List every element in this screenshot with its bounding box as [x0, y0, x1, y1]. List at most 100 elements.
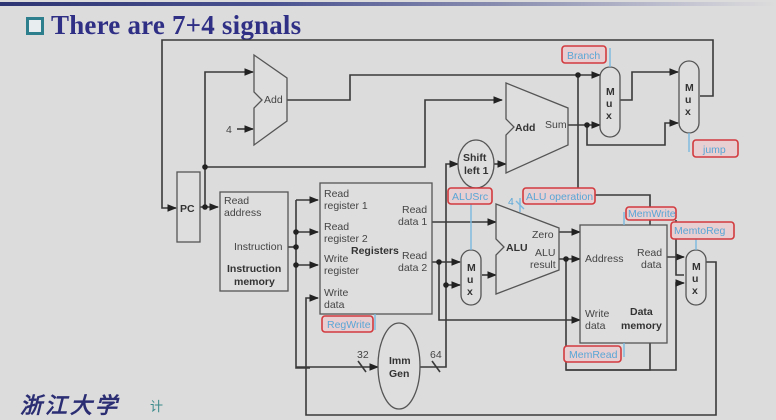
- instruction-memory: Read address Instruction Instruction mem…: [219, 191, 289, 292]
- svg-text:memory: memory: [234, 276, 275, 288]
- aluop-width-mark: [515, 200, 525, 210]
- svg-text:jump: jump: [702, 144, 726, 156]
- svg-text:Gen: Gen: [389, 368, 409, 380]
- aluop-width: 4: [508, 196, 514, 208]
- signal-alu-operation: ALU operation: [522, 187, 596, 205]
- svg-text:Data: Data: [630, 306, 653, 318]
- signal-jump: jump: [692, 139, 739, 158]
- svg-text:M: M: [685, 82, 694, 94]
- svg-text:Add: Add: [515, 122, 535, 134]
- svg-text:Read: Read: [224, 195, 249, 207]
- wire-rd2-to-dmem: [438, 262, 581, 324]
- svg-text:PC: PC: [180, 203, 195, 215]
- wire-imm-out: [420, 281, 461, 368]
- svg-text:Address: Address: [585, 253, 624, 265]
- slide-title: There are 7+4 signals: [26, 10, 301, 41]
- svg-text:u: u: [692, 273, 698, 285]
- wire-sum-to-jump: [586, 119, 679, 146]
- svg-text:Read: Read: [324, 221, 349, 233]
- wire-instr-bus: [295, 200, 310, 369]
- svg-text:data: data: [641, 259, 662, 271]
- svg-text:Sum: Sum: [545, 119, 567, 131]
- wire-branch-mux-out: [620, 68, 679, 101]
- junction-dots: [202, 72, 590, 288]
- wire-writeback: [305, 261, 717, 416]
- svg-text:32: 32: [357, 349, 369, 361]
- svg-text:data: data: [585, 320, 606, 332]
- svg-text:MemtoReg: MemtoReg: [674, 225, 726, 237]
- signal-alusrc: ALUSrc: [447, 187, 493, 205]
- alusrc-mux: M u x: [460, 249, 482, 306]
- svg-text:64: 64: [430, 349, 442, 361]
- svg-text:Registers: Registers: [351, 245, 399, 257]
- svg-text:M: M: [467, 262, 476, 274]
- svg-text:Read: Read: [637, 247, 662, 259]
- shift-left-unit: Shift left 1: [457, 139, 495, 189]
- svg-text:Write: Write: [585, 308, 609, 320]
- signal-memread: MemRead: [563, 345, 622, 363]
- svg-text:M: M: [692, 261, 701, 273]
- svg-text:x: x: [692, 285, 698, 297]
- svg-text:M: M: [606, 86, 615, 98]
- svg-text:data 2: data 2: [398, 262, 427, 274]
- svg-text:Write: Write: [324, 253, 348, 265]
- svg-text:left 1: left 1: [464, 165, 489, 177]
- wire-pc-next: [161, 39, 714, 212]
- svg-text:u: u: [467, 274, 473, 286]
- svg-text:memory: memory: [621, 320, 662, 332]
- branch-mux: M u x: [599, 66, 621, 138]
- svg-text:Add: Add: [264, 94, 283, 106]
- constant-four: 4: [226, 124, 232, 136]
- svg-text:data: data: [324, 299, 345, 311]
- wire-alu-to-memtoreg: [565, 259, 685, 371]
- svg-text:u: u: [685, 94, 691, 106]
- svg-text:ALU: ALU: [506, 242, 528, 254]
- university-logo: 浙江大学: [20, 393, 121, 419]
- svg-text:Branch: Branch: [567, 50, 600, 62]
- svg-text:MemWrite: MemWrite: [628, 208, 676, 220]
- jump-mux: M u x: [678, 60, 700, 134]
- svg-text:ALU operation: ALU operation: [526, 191, 593, 203]
- wire-imm-to-shift: [445, 160, 459, 285]
- svg-text:Read: Read: [402, 250, 427, 262]
- alu: ALU Zero ALU result: [495, 203, 560, 295]
- wire-pc-to-branch-add: [205, 96, 503, 168]
- signal-regwrite: RegWrite: [321, 315, 374, 333]
- svg-text:x: x: [685, 106, 691, 118]
- svg-text:Instruction: Instruction: [227, 263, 281, 275]
- svg-text:address: address: [224, 207, 261, 219]
- svg-text:register 1: register 1: [324, 200, 368, 212]
- svg-text:Shift: Shift: [463, 152, 487, 164]
- pc-adder: Add: [253, 53, 288, 147]
- pc-register: PC: [176, 171, 201, 243]
- svg-text:x: x: [606, 110, 612, 122]
- svg-text:Zero: Zero: [532, 229, 554, 241]
- svg-text:register 2: register 2: [324, 233, 368, 245]
- signal-memwrite: MemWrite: [625, 206, 677, 221]
- signal-branch: Branch: [561, 45, 607, 64]
- svg-text:result: result: [530, 259, 556, 271]
- memtoreg-mux: M u x: [685, 249, 707, 306]
- data-memory: Address Write data Read data Data memory: [579, 224, 668, 344]
- svg-text:Imm: Imm: [389, 355, 411, 367]
- branch-adder: Add Sum: [505, 82, 569, 175]
- imm-gen: Imm Gen: [377, 322, 421, 410]
- footer-mark: 计: [150, 400, 164, 415]
- svg-text:x: x: [467, 286, 473, 298]
- svg-text:RegWrite: RegWrite: [327, 319, 371, 331]
- svg-text:u: u: [606, 98, 612, 110]
- svg-text:Read: Read: [324, 188, 349, 200]
- svg-text:Write: Write: [324, 287, 348, 299]
- square-bullet-icon: [26, 16, 44, 35]
- signal-memtoreg: MemtoReg: [670, 221, 735, 240]
- svg-text:data 1: data 1: [398, 216, 427, 228]
- slide-title-text: There are 7+4 signals: [51, 10, 302, 40]
- svg-text:ALU: ALU: [535, 247, 555, 259]
- svg-text:Read: Read: [402, 204, 427, 216]
- svg-text:register: register: [324, 265, 360, 277]
- wire-pc4: [287, 71, 601, 101]
- register-file: Read register 1 Read register 2 Write re…: [319, 182, 433, 315]
- slide-top-rule: [0, 2, 776, 6]
- wire-pc-to-add: [204, 68, 254, 207]
